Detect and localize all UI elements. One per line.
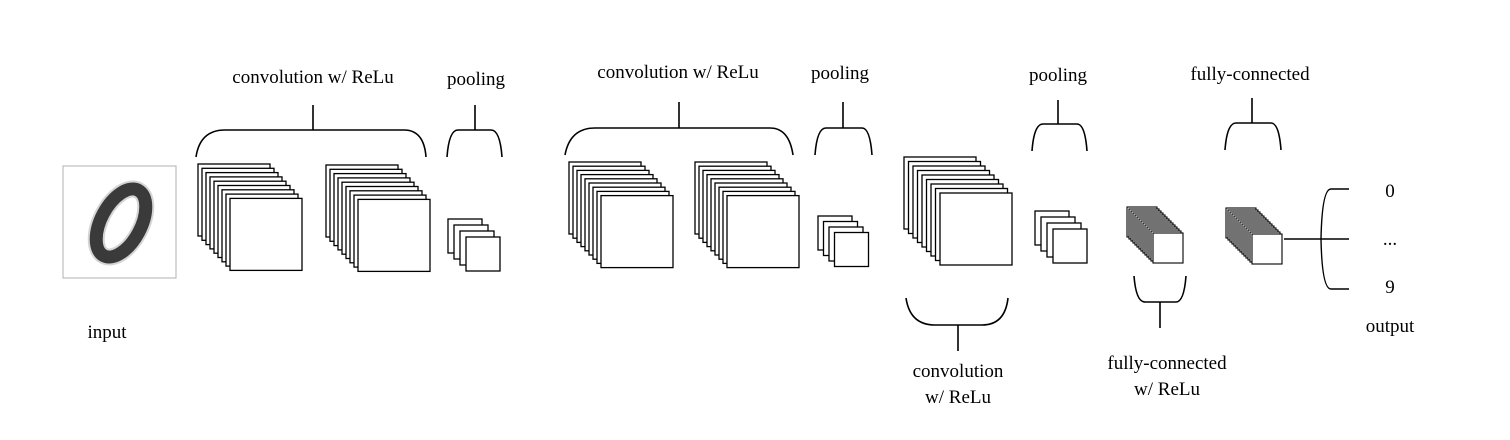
pool2-brace [814, 102, 873, 156]
fc1-label-line2: w/ ReLu [1134, 379, 1200, 400]
pool3-label: pooling [1028, 65, 1088, 86]
pool2-label: pooling [810, 63, 870, 84]
pool1-label: pooling [446, 69, 506, 90]
fc1-feature-map [1152, 232, 1184, 264]
conv2-label: convolution w/ ReLu [597, 62, 759, 83]
conv2a-stack [568, 161, 674, 269]
conv2b-stack [694, 161, 800, 269]
pool2-stack [817, 215, 870, 268]
pool2-feature-map [833, 231, 870, 268]
pool1-stack [447, 218, 501, 272]
conv3-brace [905, 297, 1009, 351]
digit-zero-image [87, 180, 155, 266]
conv1a-feature-map [229, 197, 303, 272]
output-9-label: 9 [1385, 277, 1395, 298]
pool3-brace [1031, 100, 1088, 152]
fc2-label: fully-connected [1190, 64, 1310, 85]
fc1-brace [1133, 275, 1187, 328]
conv3-label-line1: convolution [912, 361, 1004, 382]
output-ellipsis-label: ... [1382, 229, 1398, 250]
input-image [62, 165, 177, 279]
pool1-brace [446, 105, 503, 158]
input-label: input [87, 322, 127, 343]
pool1-feature-map [465, 236, 501, 272]
pool3-feature-map [1052, 228, 1088, 264]
conv2b-feature-map [726, 194, 800, 269]
conv1a-stack [197, 163, 303, 272]
conv2a-feature-map [600, 194, 674, 269]
conv1-brace [195, 105, 427, 158]
conv2-brace [564, 102, 794, 156]
conv1b-stack [325, 164, 431, 273]
fc2-brace [1224, 98, 1282, 151]
fc2-feature-map [1251, 233, 1283, 265]
output-connector [1284, 188, 1349, 290]
output-0-label: 0 [1385, 181, 1395, 202]
conv3-label-line2: w/ ReLu [925, 387, 991, 408]
conv1-label: convolution w/ ReLu [232, 67, 394, 88]
output-label: output [1365, 316, 1415, 337]
conv1b-feature-map [357, 198, 431, 273]
fc1-label-line1: fully-connected [1107, 353, 1227, 374]
pool3-stack [1034, 210, 1088, 264]
fc1-stack [1126, 206, 1184, 264]
conv3-feature-map [939, 192, 1013, 266]
fc2-stack [1225, 207, 1283, 265]
conv3-stack [903, 156, 1013, 266]
